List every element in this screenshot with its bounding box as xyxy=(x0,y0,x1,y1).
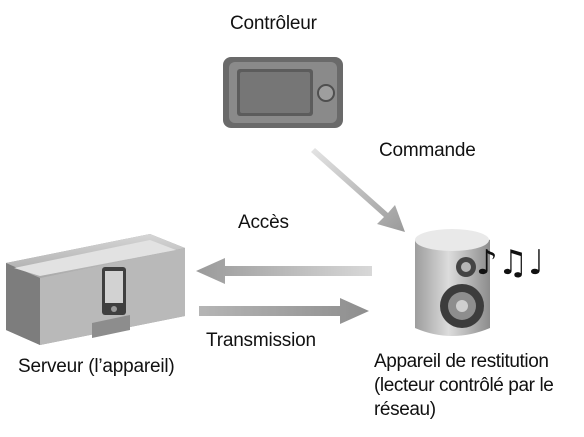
server-label: Serveur (l’appareil) xyxy=(18,356,175,377)
access-arrow xyxy=(196,258,372,284)
remote-controller-icon xyxy=(223,57,343,128)
renderer-label-line-2: (lecteur contrôlé par le xyxy=(374,375,554,396)
renderer-label-line-1: Appareil de restitution xyxy=(374,351,549,372)
speaker-icon xyxy=(415,229,490,336)
renderer-label: Appareil de restitution (lecteur contrôl… xyxy=(374,350,582,422)
transmission-arrow xyxy=(199,298,369,324)
controller-label: Contrôleur xyxy=(230,13,317,34)
command-arrow xyxy=(311,148,405,232)
music-notes-icon: ♪♫♩ xyxy=(476,243,544,283)
command-label: Commande xyxy=(379,140,476,161)
docking-station-icon xyxy=(6,234,185,345)
transmission-label: Transmission xyxy=(206,330,316,351)
renderer-label-line-3: réseau) xyxy=(374,399,436,420)
access-label: Accès xyxy=(238,212,289,233)
